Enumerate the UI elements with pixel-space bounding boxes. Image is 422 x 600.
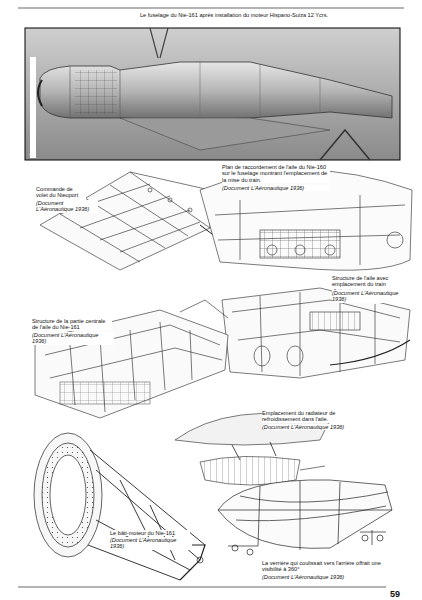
figure-caption: La verrière qui coulissait vers l'arrièr…	[262, 560, 394, 573]
figure-source: (Document L'Aéronautique 1936)	[262, 424, 362, 430]
engine-mount-drawing	[34, 433, 205, 580]
canopy-drawing	[218, 480, 392, 555]
figure-source: (Document L'Aéronautique 1936)	[110, 537, 192, 550]
photo-caption: Le fuselage du Nie-161 après installatio…	[140, 12, 380, 18]
figure-caption: Le bâti-moteur du Nie-161	[110, 530, 190, 536]
figure-source: (Document L'Aéronautique 1936)	[262, 574, 362, 580]
figure-caption: Structure de la partie centrale de l'ail…	[32, 318, 112, 331]
figure-caption: Plan de raccordement de l'aile du Nie-16…	[222, 164, 330, 183]
photo-credit: (© Musée de l'Air et de l'Espace - Le Bo…	[30, 57, 36, 158]
fuselage-photo	[25, 28, 400, 160]
figure-source: (Document L'Aéronautique 1936)	[32, 332, 114, 345]
wing-gear-structure	[222, 288, 410, 378]
figure-caption: Emplacement du radiateur de refroidissem…	[262, 410, 362, 423]
figure-source: (Document L'Aéronautique 1936)	[332, 290, 410, 303]
figure-source: (Document L'Aéronautique 1936)	[222, 185, 330, 191]
figure-source: (Document L'Aéronautique 1936)	[36, 200, 98, 213]
page-number: 59	[390, 589, 410, 599]
wing-connection-plan	[200, 170, 412, 270]
